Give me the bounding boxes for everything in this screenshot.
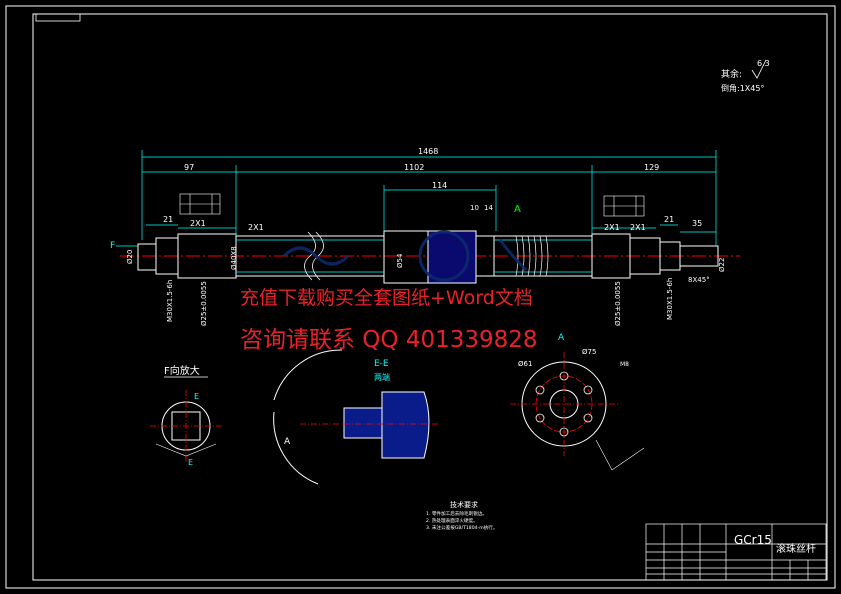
title-material: GCr15: [734, 533, 772, 547]
dim-overall: 1468: [418, 147, 438, 156]
tech-line-2: 2. 热处理表面淬火硬度。: [426, 517, 478, 524]
dim-right-end: 35: [692, 219, 702, 228]
dim-center: 1102: [404, 163, 424, 172]
f-view-marker-bottom: E: [188, 458, 193, 467]
tolerance-frames: [179, 193, 645, 217]
break-line: [304, 231, 316, 281]
tech-requirements: 技术要求 1. 零件加工后去除毛刺锐边。 2. 热处理表面淬火硬度。 3. 未注…: [426, 500, 497, 531]
marker-a-label: A: [514, 204, 521, 215]
e-section-title: E-E: [374, 359, 389, 369]
watermark-line-2: 咨询请联系 QQ 401339828: [240, 327, 538, 353]
dim-left-bearing: Ø25±0.0055: [200, 281, 208, 326]
sheet-number-box: [35, 13, 81, 22]
dim-chamfer-left-a: 2X1: [190, 219, 206, 228]
section-marker-f: F: [110, 241, 138, 251]
f-view-marker-top: E: [194, 392, 199, 401]
surface-finish-value: 6.3: [757, 59, 770, 68]
dim-chamfer-left-b: 2X1: [248, 223, 264, 232]
title-block: [645, 523, 827, 581]
dim-shaft-dia: Ø40X8: [230, 246, 238, 270]
dim-chamfer-right-a: 2X1: [604, 223, 620, 232]
dim-nut-width: 114: [432, 181, 447, 190]
dim-right-dia: Ø22: [718, 258, 726, 272]
marker-f-label: F: [110, 241, 115, 251]
dim-small-a: 10: [470, 204, 479, 212]
watermark-logo: [282, 230, 528, 282]
dim-left-thread: M30X1.5-6h: [166, 280, 174, 322]
a-view-title: A: [558, 333, 565, 343]
chamfer-note: 倒角:1X45°: [721, 83, 764, 93]
dim-right-step: 129: [644, 163, 659, 172]
tech-line-3: 3. 未注公差按GB/T1804-m执行。: [426, 524, 497, 531]
diameter-annotations: Ø20 M30X1.5-6h Ø25±0.0055 Ø40X8 Ø54 Ø25±…: [126, 246, 726, 326]
section-marker-a: A: [514, 204, 521, 215]
dim-keyway: 8X45°: [688, 276, 710, 284]
left-end-stub: [137, 243, 157, 271]
a-view-phi61: Ø61: [518, 360, 532, 368]
ball-screw-shaft: [137, 230, 719, 284]
a-view-m8: M8: [620, 361, 629, 368]
dimension-texts: 1468 97 1102 129 114 21 2X1 2X1 2X1 2X1 …: [163, 147, 710, 284]
tech-line-1: 1. 零件加工后去除毛刺锐边。: [426, 510, 487, 517]
watermark-line-1: 充值下载购买全套图纸+Word文档: [240, 287, 533, 309]
dim-right-shoulder: 21: [664, 215, 674, 224]
dim-right-bearing: Ø25±0.0055: [614, 281, 622, 326]
surface-finish-note: 其余: 6.3 倒角:1X45°: [721, 59, 770, 93]
dim-right-thread: M30X1.5-6h: [666, 278, 674, 320]
roughness-symbol: [751, 59, 767, 79]
inner-frame: [32, 13, 828, 581]
dim-small-b: 14: [484, 204, 493, 212]
a-view: A Ø61 Ø75 M8: [510, 333, 645, 471]
e-section-subtitle: 两端: [374, 372, 390, 382]
f-view-title: F向放大: [164, 364, 200, 377]
right-end-stub: [679, 245, 719, 267]
dim-nut-dia: Ø54: [396, 253, 404, 268]
dimension-lines: [141, 150, 717, 246]
e-section: E-E 两端 A: [273, 349, 440, 485]
dim-left-step: 97: [184, 163, 194, 172]
f-view: F向放大 E E: [150, 364, 222, 467]
dim-chamfer-right-b: 2X1: [630, 223, 646, 232]
surface-finish-label: 其余:: [721, 68, 742, 80]
dim-left-shoulder: 21: [163, 215, 173, 224]
e-section-marker-a: A: [284, 437, 291, 447]
outer-frame: [5, 5, 836, 589]
thread-ridges: [515, 235, 549, 277]
dim-left-dia: Ø20: [126, 250, 134, 264]
tech-title: 技术要求: [450, 500, 478, 509]
title-part-name: 滚珠丝杆: [776, 542, 816, 555]
a-view-phi75: Ø75: [582, 348, 596, 356]
